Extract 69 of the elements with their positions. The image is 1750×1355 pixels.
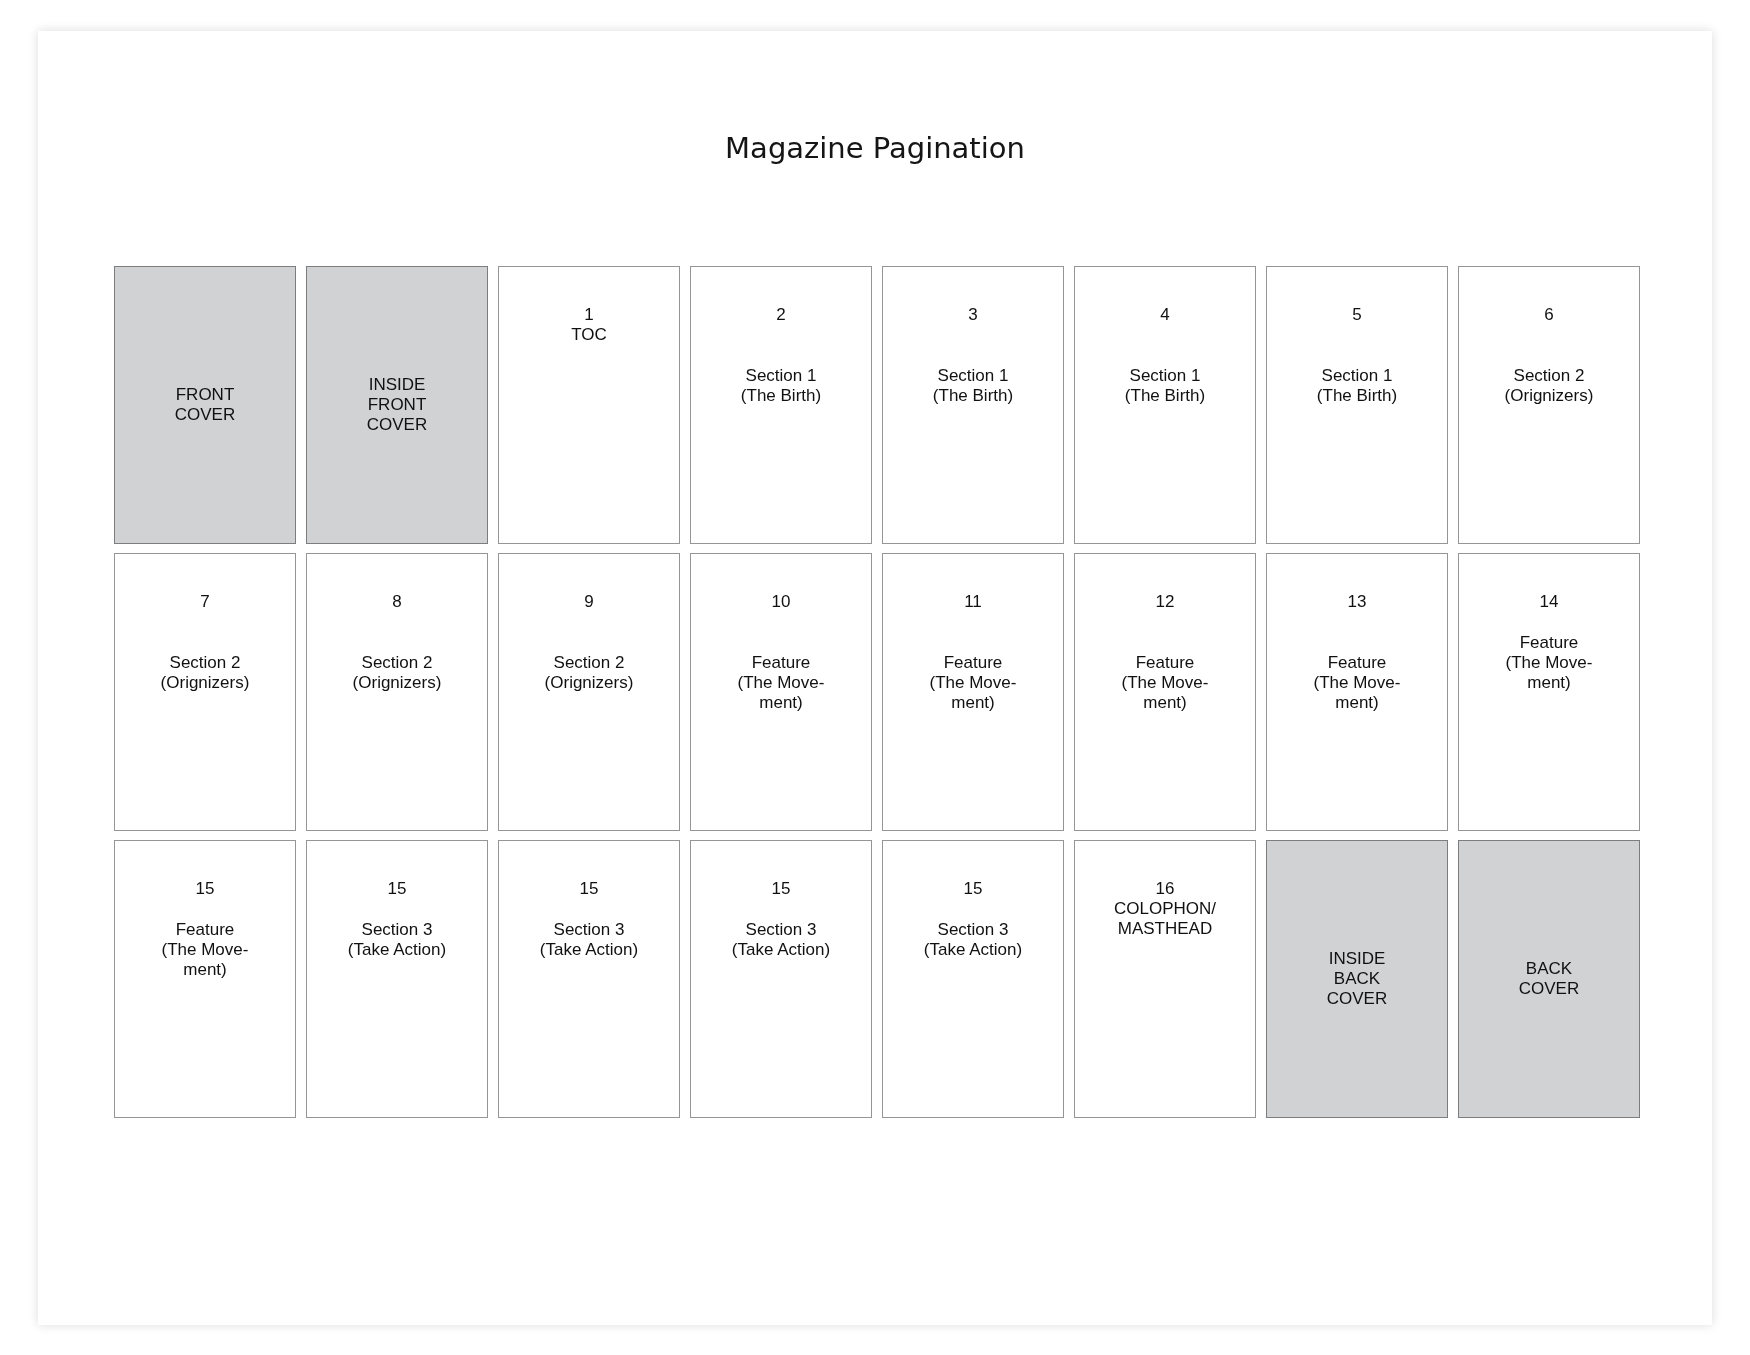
page-label: COLOPHON/ MASTHEAD — [1113, 899, 1217, 939]
page-number: 15 — [195, 879, 215, 899]
page-box — [114, 553, 296, 831]
page-box — [1458, 553, 1640, 831]
page-label: Feature (The Move- ment) — [1120, 653, 1210, 713]
page-box — [1266, 840, 1448, 1118]
page-number: 15 — [771, 879, 791, 899]
page-number: 15 — [387, 879, 407, 899]
page-box — [882, 840, 1064, 1118]
page-box — [690, 553, 872, 831]
page-box — [690, 840, 872, 1118]
page-label: Section 2 (Orignizers) — [1503, 366, 1595, 406]
page-number: 15 — [579, 879, 599, 899]
page-box — [882, 553, 1064, 831]
page-box — [1074, 840, 1256, 1118]
page-label: Feature (The Move- ment) — [736, 653, 826, 713]
page-number: 3 — [968, 305, 978, 325]
page-box — [882, 266, 1064, 544]
page-number: 8 — [392, 592, 402, 612]
page-label: Section 3 (Take Action) — [346, 920, 448, 960]
page-label: Section 1 (The Birth) — [931, 366, 1015, 406]
page-label: Section 3 (Take Action) — [730, 920, 832, 960]
page-box — [690, 266, 872, 544]
page-label: Feature (The Move- ment) — [1312, 653, 1402, 713]
page-label: INSIDE BACK COVER — [1325, 949, 1389, 1009]
page-box — [1458, 266, 1640, 544]
page-box — [1266, 553, 1448, 831]
page-label: Feature (The Move- ment) — [928, 653, 1018, 713]
page-box — [114, 266, 296, 544]
page-box — [498, 266, 680, 544]
page-box — [306, 840, 488, 1118]
page-label: INSIDE FRONT COVER — [365, 375, 429, 435]
page-label: Section 2 (Orignizers) — [543, 653, 635, 693]
page-label: Section 1 (The Birth) — [1123, 366, 1207, 406]
page-number: 12 — [1155, 592, 1175, 612]
page-number: 10 — [771, 592, 791, 612]
page-label: Section 2 (Orignizers) — [159, 653, 251, 693]
page-box — [306, 553, 488, 831]
page-number: 15 — [963, 879, 983, 899]
page-box — [114, 840, 296, 1118]
page-label: Section 3 (Take Action) — [922, 920, 1024, 960]
page-label: Feature (The Move- ment) — [1504, 633, 1594, 693]
page-box — [1458, 840, 1640, 1118]
page-number: 11 — [964, 592, 982, 612]
page-label: Section 3 (Take Action) — [538, 920, 640, 960]
page-box — [498, 840, 680, 1118]
page-box — [306, 266, 488, 544]
page-box — [1074, 553, 1256, 831]
page-box — [1266, 266, 1448, 544]
page-label: Section 1 (The Birth) — [739, 366, 823, 406]
page-number: 6 — [1544, 305, 1554, 325]
page-label: BACK COVER — [1517, 959, 1581, 999]
page-label: FRONT COVER — [173, 385, 237, 425]
page-number: 5 — [1352, 305, 1362, 325]
page-box — [498, 553, 680, 831]
page-number: 7 — [200, 592, 210, 612]
page-label: Section 1 (The Birth) — [1315, 366, 1399, 406]
page-number: 9 — [584, 592, 594, 612]
diagram-title: Magazine Pagination — [725, 130, 1025, 167]
page-number: 4 — [1160, 305, 1170, 325]
page-number: 13 — [1347, 592, 1367, 612]
page-number: 16 — [1155, 879, 1175, 899]
page-label: Section 2 (Orignizers) — [351, 653, 443, 693]
page-label: Feature (The Move- ment) — [160, 920, 250, 980]
page-number: 1 — [584, 305, 594, 325]
page-number: 14 — [1539, 592, 1559, 612]
page-box — [1074, 266, 1256, 544]
page-label: TOC — [571, 325, 607, 345]
page-number: 2 — [776, 305, 786, 325]
